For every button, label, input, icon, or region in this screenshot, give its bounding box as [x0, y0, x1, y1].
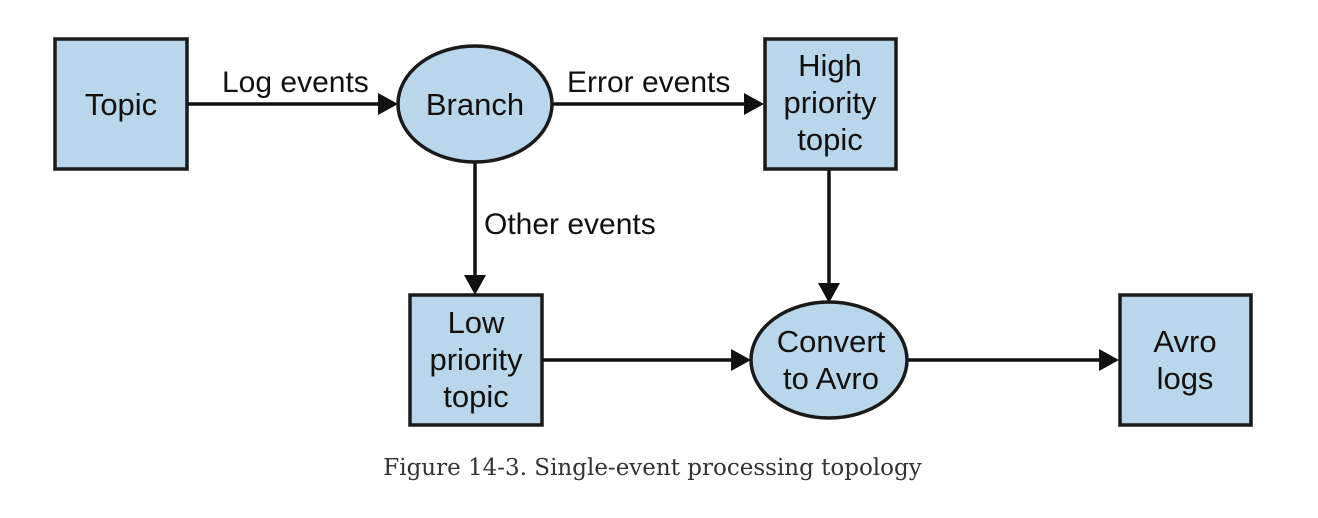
node-high-priority-topic: High priority topic — [763, 37, 898, 171]
node-high-priority-line-2: priority — [783, 85, 877, 120]
topology-diagram: Log events Error events Other events Top… — [53, 37, 1253, 427]
node-low-priority-topic: Low priority topic — [408, 293, 544, 427]
edge-label-error-events: Error events — [567, 66, 730, 99]
node-convert-to-avro: Convert to Avro — [749, 300, 909, 420]
node-low-priority-line-3: topic — [443, 379, 508, 414]
node-low-priority-line-1: Low — [448, 305, 505, 340]
node-branch-label: Branch — [426, 87, 524, 122]
node-branch: Branch — [396, 44, 554, 164]
arrowhead-convert-to-avro-logs — [1099, 349, 1119, 371]
node-high-priority-line-1: High — [798, 48, 862, 83]
figure-caption: Figure 14-3. Single-event processing top… — [383, 455, 922, 481]
node-avro-logs: Avro logs — [1118, 293, 1253, 427]
node-low-priority-line-2: priority — [429, 342, 523, 377]
arrowhead-branch-to-high-priority — [744, 93, 764, 115]
node-avro-logs-line-1: Avro — [1153, 324, 1216, 359]
node-convert-line-2: to Avro — [783, 361, 879, 396]
node-convert-line-1: Convert — [777, 324, 886, 359]
edge-label-log-events: Log events — [222, 66, 369, 99]
arrowhead-branch-to-low-priority — [464, 275, 486, 295]
node-topic: Topic — [53, 37, 189, 171]
node-high-priority-line-3: topic — [797, 122, 862, 157]
arrowhead-low-priority-to-convert — [731, 349, 751, 371]
arrowhead-topic-to-branch — [378, 93, 398, 115]
node-topic-label: Topic — [85, 87, 157, 122]
edge-label-other-events: Other events — [484, 208, 656, 241]
arrowhead-high-priority-to-convert — [818, 283, 840, 303]
node-avro-logs-line-2: logs — [1157, 361, 1214, 396]
